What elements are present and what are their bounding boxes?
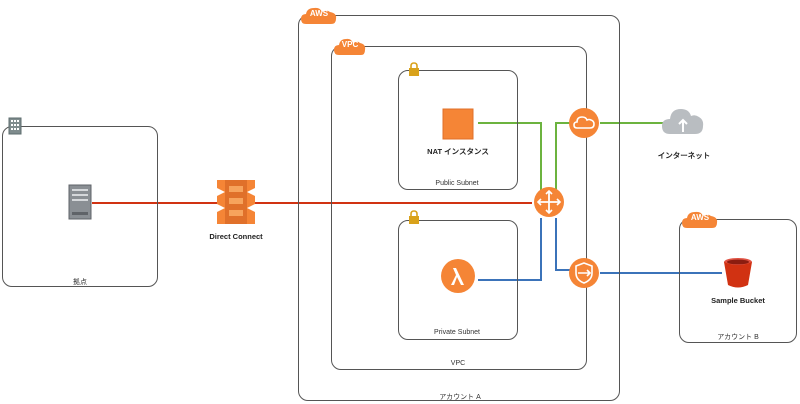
internet-cloud-icon: [662, 109, 704, 134]
server-icon: [68, 184, 92, 220]
site-label: 拠点: [73, 279, 87, 286]
building-icon: [8, 117, 22, 135]
aws-cloud-badge-b: [682, 211, 718, 228]
nat-label: NAT インスタンス: [427, 147, 489, 156]
direct-connect-label: Direct Connect: [209, 232, 263, 241]
lock-icon: [409, 62, 419, 76]
router-icon: [534, 187, 564, 217]
aws-cloud-badge-main: [301, 7, 337, 24]
vpc-box: [331, 46, 587, 370]
public-subnet-box: [398, 70, 518, 190]
account-a-label: アカウント A: [439, 394, 481, 401]
link-router-to-endpoint: [555, 218, 571, 271]
account-b-label: アカウント B: [717, 334, 759, 341]
account-a-box: [298, 15, 620, 401]
lambda-icon: [441, 259, 475, 293]
nat-instance-icon: [442, 108, 474, 140]
s3-bucket-icon: [724, 258, 752, 288]
vpc-endpoint-icon: [569, 258, 599, 288]
link-lambda-to-router: [478, 218, 542, 281]
vpc-cloud-badge: [334, 38, 366, 55]
vpc-badge-text: VPC: [341, 40, 359, 49]
link-nat-to-router: [478, 122, 542, 190]
aws-badge-b-text: AWS: [690, 213, 710, 222]
bucket-label: Sample Bucket: [711, 296, 765, 305]
direct-connect-icon: [217, 180, 255, 224]
account-b-box: [679, 219, 797, 343]
private-subnet-label: Private Subnet: [434, 329, 480, 336]
internet-label: インターネット: [657, 151, 711, 160]
site-box: [2, 126, 158, 287]
public-subnet-label: Public Subnet: [435, 180, 479, 187]
aws-badge-main-text: AWS: [309, 9, 329, 18]
private-subnet-box: [398, 220, 518, 340]
lock-icon: [409, 210, 419, 224]
internet-gateway-icon: [569, 108, 599, 138]
vpc-label: VPC: [450, 360, 466, 367]
